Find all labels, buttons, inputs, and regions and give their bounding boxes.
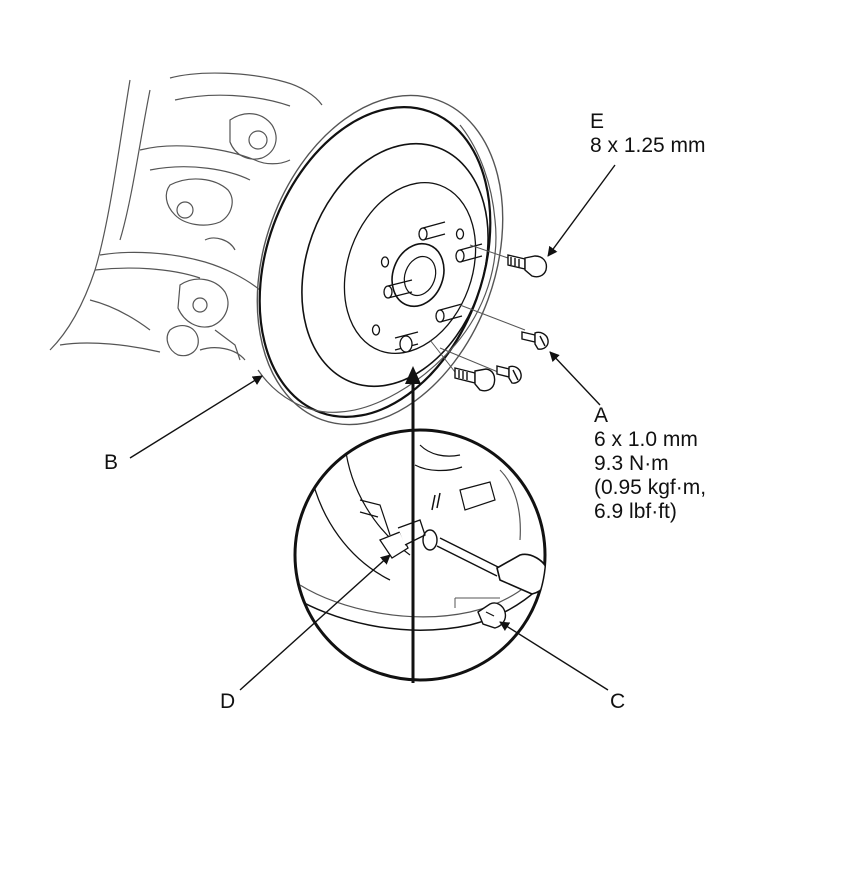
leader-a [549, 351, 601, 406]
screw-a [521, 331, 549, 350]
callout-a-letter: A [594, 404, 609, 427]
callout-e: E 8 x 1.25 mm [590, 110, 706, 158]
leader-e [547, 164, 616, 257]
callout-d-letter: D [220, 690, 236, 713]
leader-c [499, 621, 609, 691]
bolt-lower [454, 367, 496, 392]
detail-view [293, 428, 547, 682]
callout-a-size: 6 x 1.0 mm [594, 428, 698, 451]
detail-pointer-arrow [405, 366, 421, 683]
callout-a-torque-kgfm: (0.95 kgf·m, [594, 476, 707, 499]
alignment-lines [429, 244, 526, 373]
callout-c-letter: C [610, 690, 626, 713]
callout-a-torque-nm: 9.3 N·m [594, 452, 669, 475]
bolt-e [507, 254, 548, 278]
callout-d: D [220, 690, 235, 714]
callout-a: A 6 x 1.0 mm 9.3 N·m (0.95 kgf·m, 6.9 lb… [594, 404, 706, 524]
suspension-assembly [49, 72, 323, 361]
leader-b [129, 375, 263, 459]
brake-disc [256, 94, 504, 426]
callout-c: C [610, 690, 625, 714]
leader-d [239, 554, 391, 691]
callout-e-size: 8 x 1.25 mm [590, 134, 706, 157]
callout-b: B [104, 451, 118, 475]
wheel-studs [371, 221, 483, 353]
callout-b-letter: B [104, 451, 119, 474]
screw-lower [496, 365, 522, 384]
leader-lines [129, 164, 616, 691]
callout-e-letter: E [590, 110, 605, 133]
callout-a-torque-lbfft: 6.9 lbf·ft) [594, 500, 677, 523]
